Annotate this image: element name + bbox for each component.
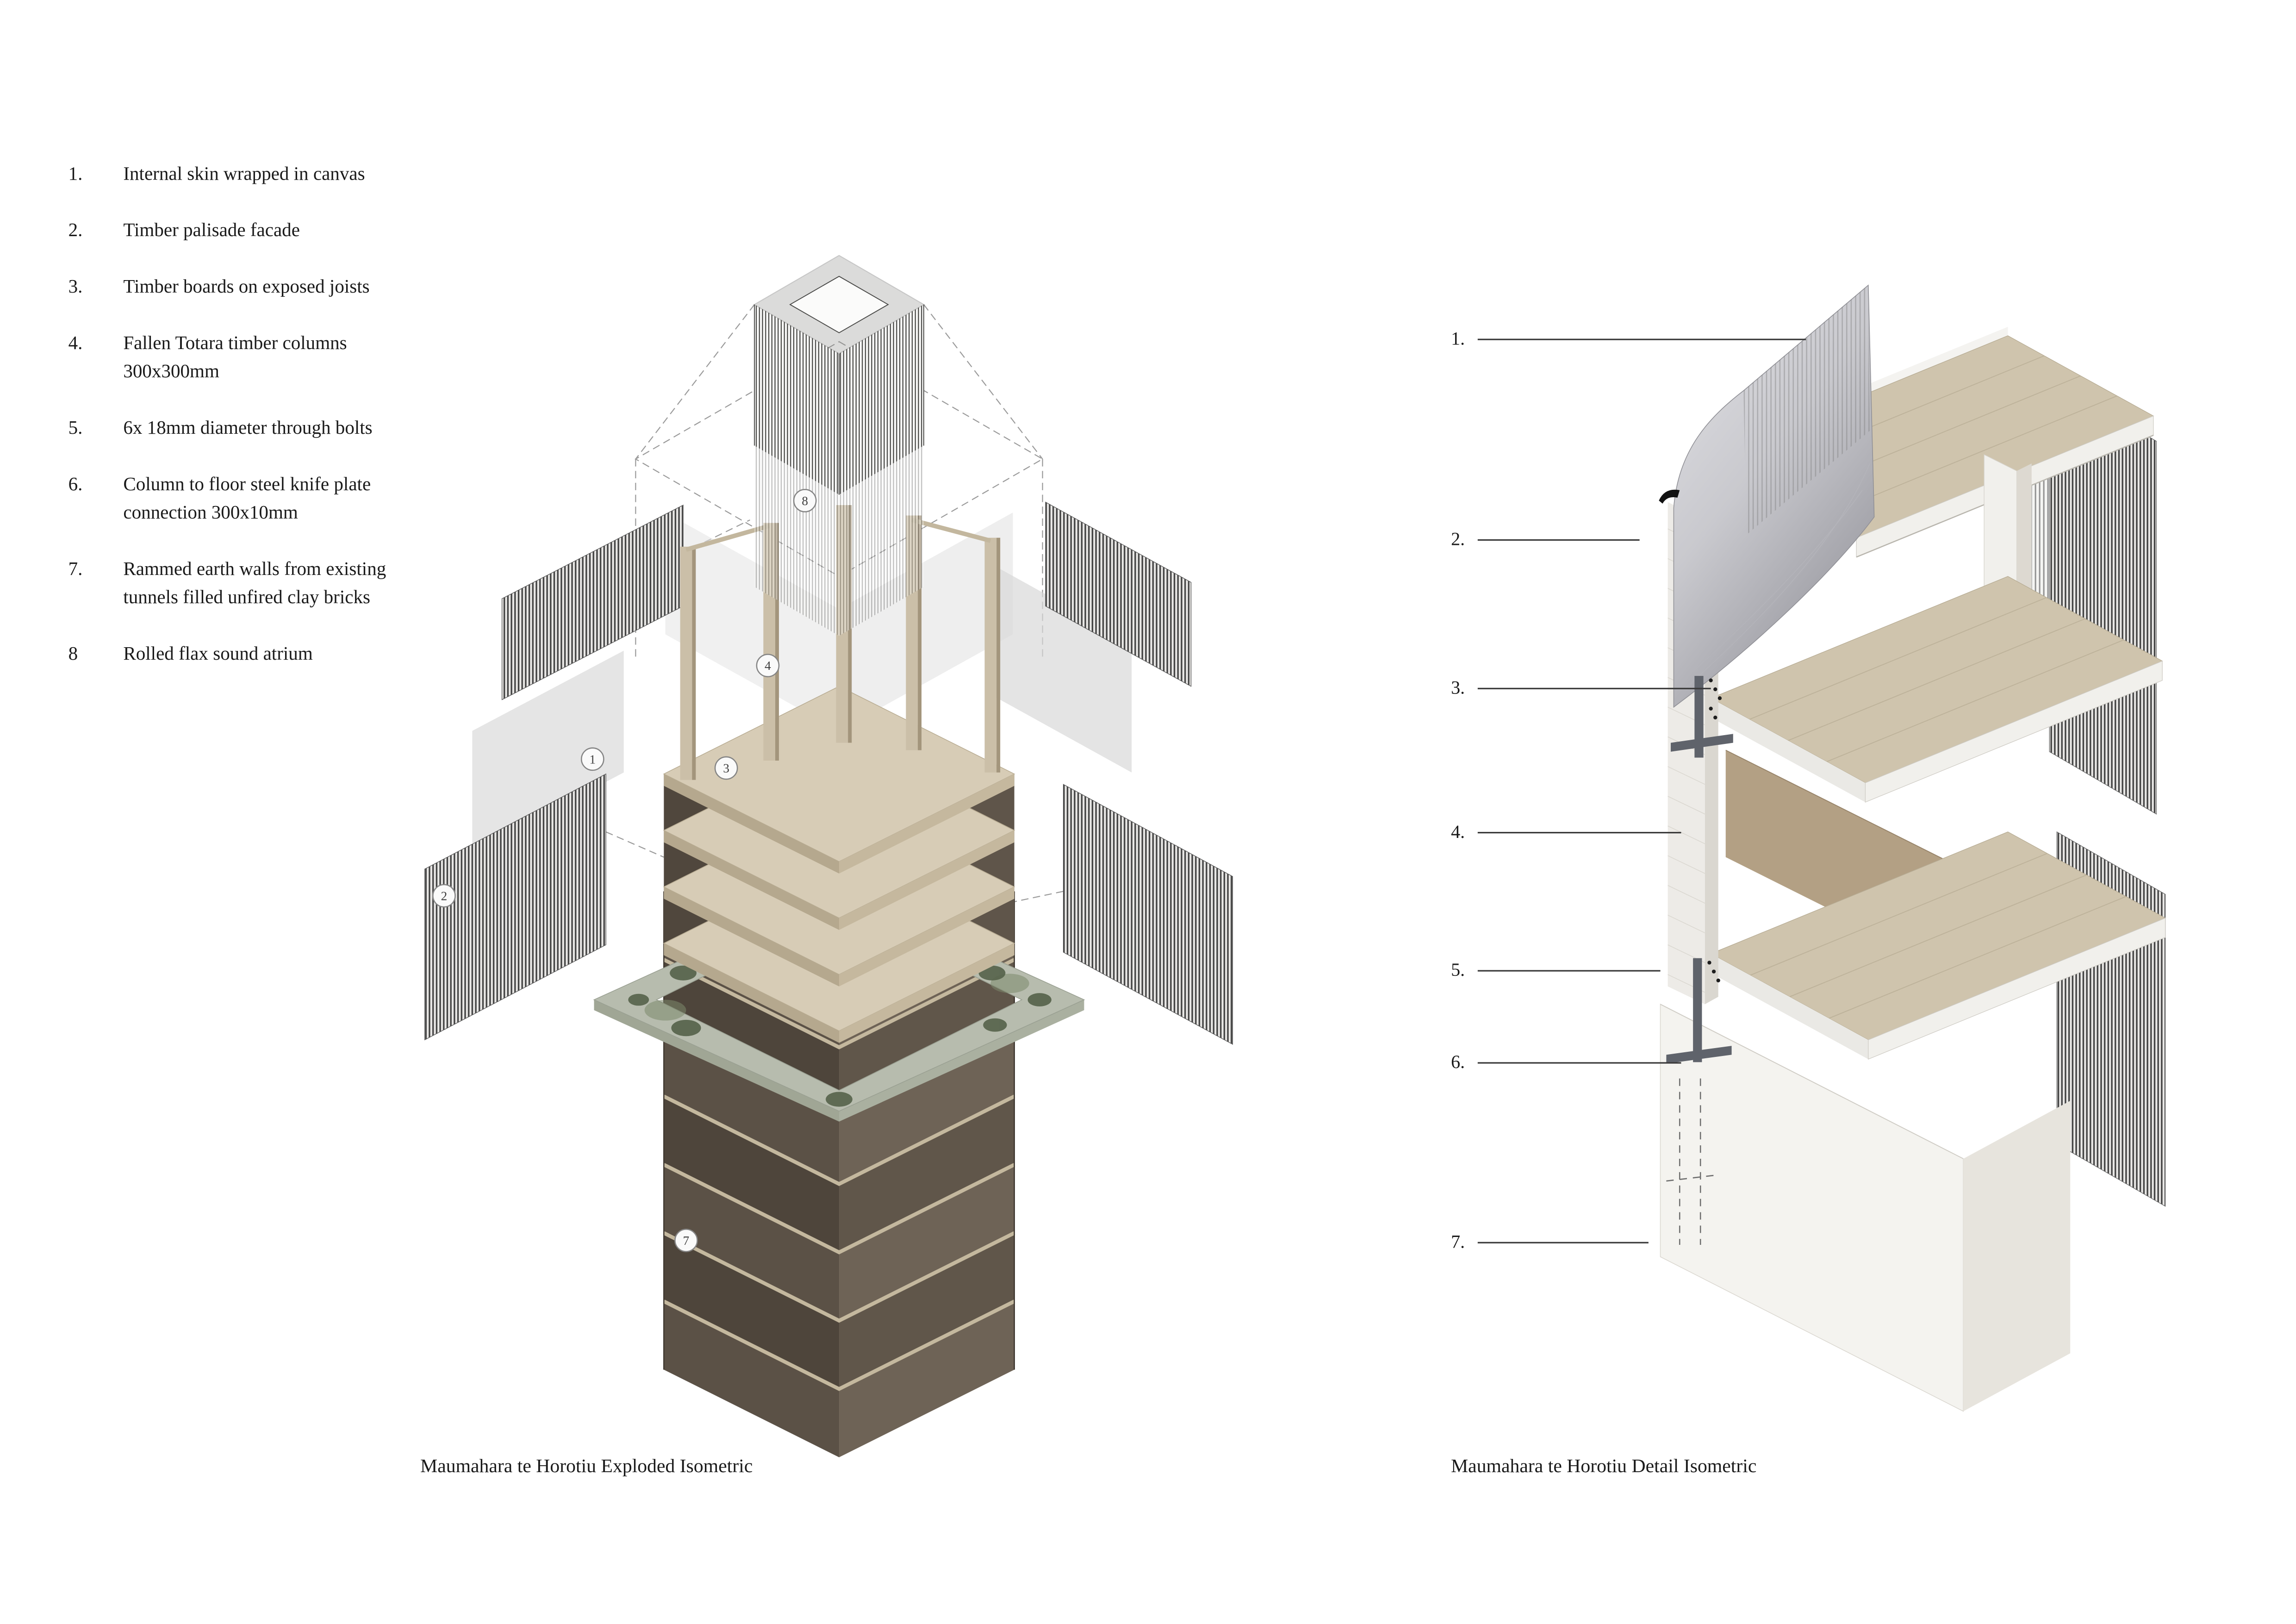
legend-item: 5. 6x 18mm diameter through bolts [68,414,514,443]
svg-text:7: 7 [683,1234,690,1248]
svg-text:3: 3 [723,762,729,775]
callout-number: 5. [1451,959,1465,980]
svg-text:4: 4 [765,659,771,673]
marker-8: 8 [793,489,817,512]
leader-line [1477,338,1806,340]
callout-number: 6. [1451,1051,1465,1072]
callout-1: 1. [1451,327,1806,350]
legend-text: Rolled flax sound atrium [123,643,313,664]
legend-number: 6. [68,474,83,495]
legend: 1. Internal skin wrapped in canvas 2. Ti… [68,161,514,697]
svg-text:1: 1 [590,752,596,766]
callout-2: 2. [1451,527,1640,551]
svg-text:8: 8 [802,494,808,508]
legend-number: 7. [68,558,83,580]
base-volume [1660,1003,2071,1412]
leader-line [1477,1241,1649,1243]
steel-knife-plates [1666,676,1733,1245]
legend-text: Internal skin wrapped in canvas [123,163,365,184]
detail-isometric-drawing [1659,284,2166,1412]
legend-number: 8 [68,643,78,664]
detail-caption: Maumahara te Horotiu Detail Isometric [1451,1454,1757,1477]
marker-3: 3 [714,756,738,780]
through-bolts-lower [1707,961,1720,983]
leader-line [1477,687,1711,689]
legend-number: 2. [68,219,83,241]
legend-text: Timber palisade facade [123,219,300,241]
embedded-plate-dashes [1666,1078,1717,1245]
callout-number: 3. [1451,676,1465,698]
exploded-caption: Maumahara te Horotiu Exploded Isometric [420,1454,753,1477]
legend-text: 6x 18mm diameter through bolts [123,417,373,438]
leader-line [1477,969,1661,971]
legend-number: 1. [68,163,83,184]
exploded-isometric-drawing: 1 2 3 4 7 8 [424,255,1233,1457]
legend-text: Fallen Totara timber columns 300x300mm [123,332,347,382]
legend-item: 1. Internal skin wrapped in canvas [68,161,514,189]
leader-line [1477,1061,1681,1063]
callout-6: 6. [1451,1050,1681,1074]
svg-text:2: 2 [441,889,448,903]
canvas-fixing-bracket [1659,489,1680,504]
callout-number: 7. [1451,1230,1465,1252]
middle-floor-deck [1710,576,2163,803]
timber-floor-plates [663,686,1015,1043]
callout-number: 2. [1451,528,1465,549]
callout-7: 7. [1451,1230,1649,1254]
marker-4: 4 [756,654,780,677]
legend-item: 8 Rolled flax sound atrium [68,640,514,668]
marker-2: 2 [432,884,456,908]
callout-5: 5. [1451,958,1661,982]
callout-number: 4. [1451,820,1465,842]
legend-item: 6. Column to floor steel knife plate con… [68,471,514,527]
legend-item: 2. Timber palisade facade [68,217,514,245]
lower-floor-deck [1710,831,2166,1060]
leader-line [1477,831,1681,833]
marker-7: 7 [674,1229,698,1252]
canvas-skin [1659,284,1875,708]
legend-item: 3. Timber boards on exposed joists [68,273,514,301]
legend-number: 3. [68,276,83,297]
palisade-screens [424,501,1233,1045]
foliage-clusters-dark [628,891,1052,1107]
callout-4: 4. [1451,820,1681,843]
callout-3: 3. [1451,676,1711,700]
leader-line [1477,538,1640,540]
callout-number: 1. [1451,327,1465,349]
flax-sound-atrium [753,255,925,636]
legend-text: Column to floor steel knife plate connec… [123,474,371,523]
legend-text: Timber boards on exposed joists [123,276,370,297]
legend-item: 7. Rammed earth walls from existing tunn… [68,556,514,612]
legend-number: 4. [68,332,83,354]
legend-item: 4. Fallen Totara timber columns 300x300m… [68,330,514,386]
legend-text: Rammed earth walls from existing tunnels… [123,558,386,608]
legend-number: 5. [68,417,83,438]
marker-1: 1 [581,747,604,771]
canvas-skin-panels [472,512,1132,853]
through-bolts-upper [1709,678,1722,720]
